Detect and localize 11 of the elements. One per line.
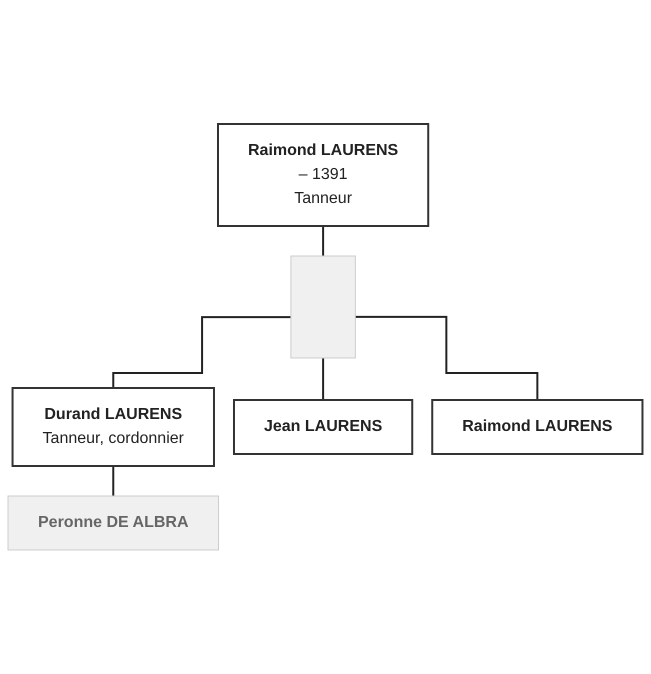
connector [112, 465, 115, 497]
node-box: Raimond LAURENS [432, 399, 644, 455]
connector [322, 357, 324, 401]
node-box: Jean LAURENS [233, 399, 414, 455]
node-box: Peronne DE ALBRA [8, 496, 220, 550]
connector [112, 316, 292, 389]
connector [356, 316, 539, 401]
node-box: Raimond LAURENS – 1391 Tanneur [217, 123, 430, 227]
connector [322, 225, 324, 257]
node-box [290, 256, 356, 358]
node-box: Durand LAURENS Tanneur, cordonnier [12, 387, 216, 467]
